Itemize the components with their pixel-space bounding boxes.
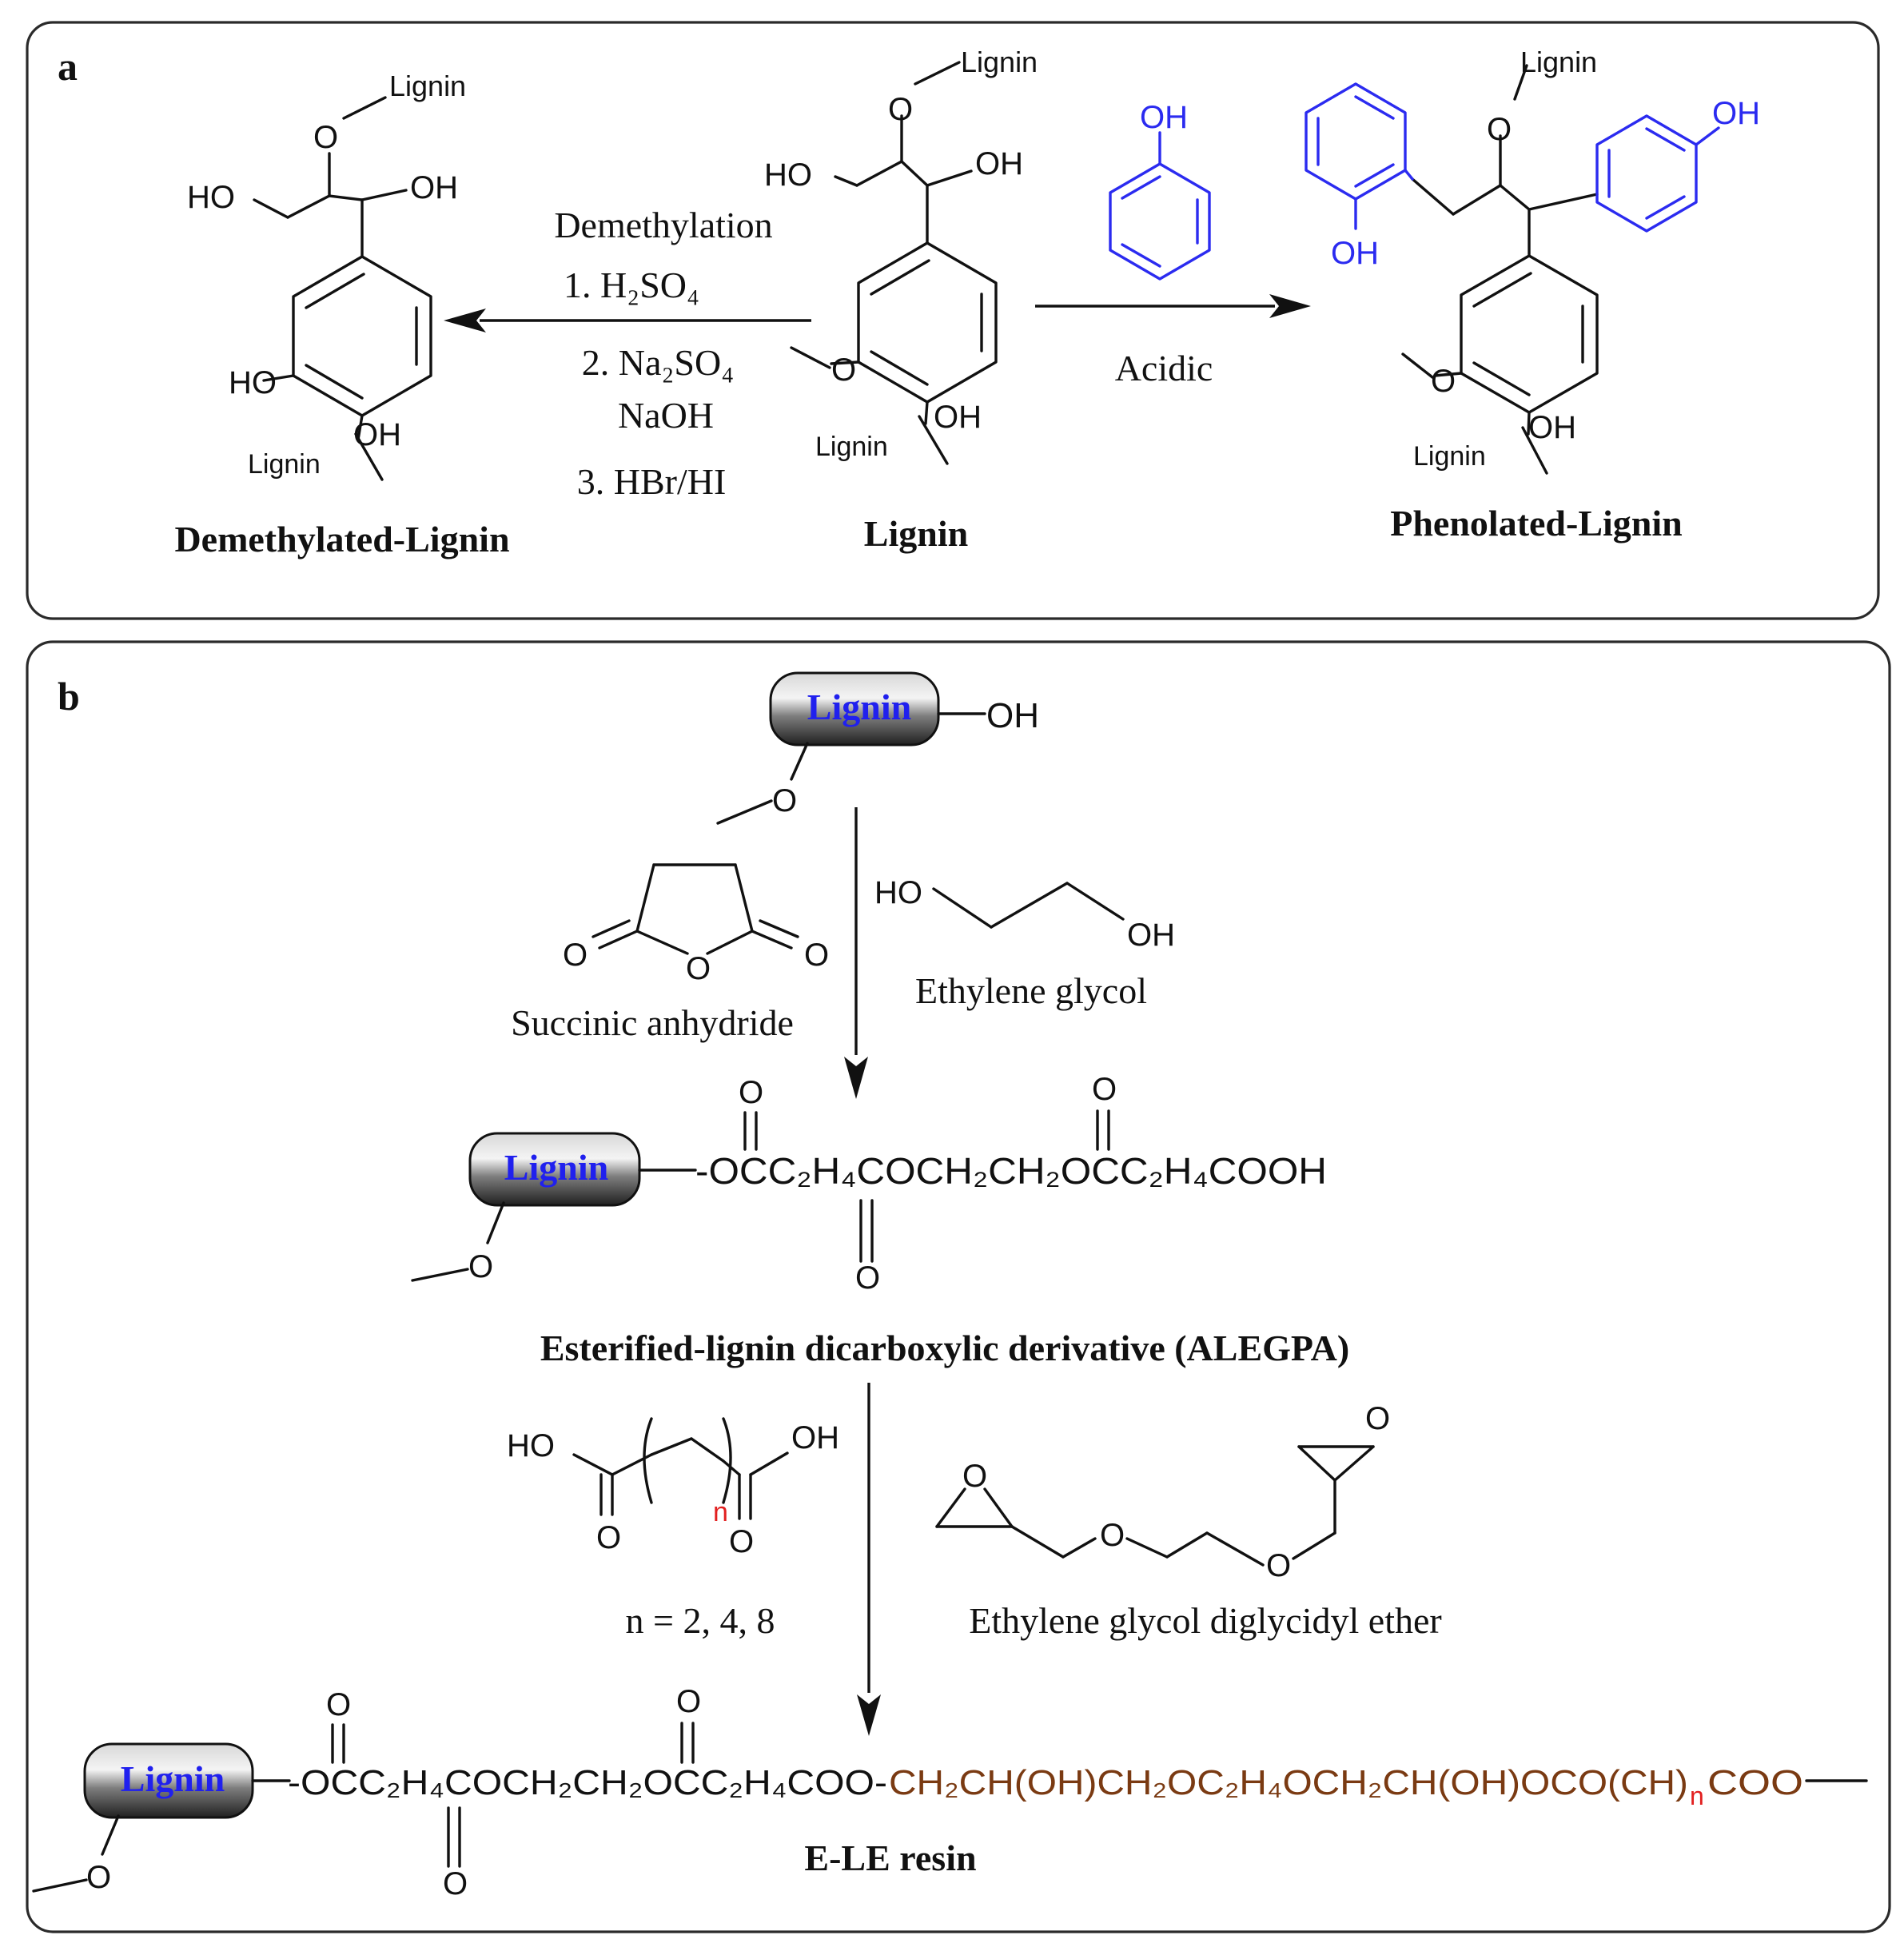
phenol-oh: OH (1140, 100, 1188, 135)
start-methyl-bond (716, 799, 773, 825)
resin-co-1: O (326, 1687, 351, 1722)
resin-n-subscript: n (1690, 1782, 1704, 1810)
esterification-arrow-head (844, 1057, 868, 1099)
dm-ho-ring: HO (229, 365, 277, 400)
egde-label: Ethylene glycol diglycidyl ether (969, 1600, 1441, 1641)
lignin-pill-start (769, 671, 940, 747)
alegpa-methyl-bond (411, 1268, 469, 1282)
ethylene-glycol-label: Ethylene glycol (915, 970, 1147, 1011)
lg-oh-ring: OH (934, 400, 982, 435)
demethylation-step-3: 3. HBr/HI (577, 461, 727, 502)
phenolation-arrow-head (1269, 294, 1311, 318)
dm-o-ether: O (313, 120, 338, 155)
ethylene-glycol-structure (932, 882, 1125, 929)
egde-o-ether-1: O (1100, 1518, 1125, 1553)
demethylation-arrow-head (444, 309, 486, 332)
alegpa-o: O (468, 1249, 493, 1284)
demethylation-step-2b: NaOH (618, 395, 714, 436)
phenolated-ring-left (1305, 82, 1414, 230)
resin-o: O (86, 1860, 111, 1895)
lg-lignin-bottom: Lignin (815, 432, 888, 462)
sa-o-ring: O (686, 951, 711, 986)
lignin-structure (790, 61, 998, 465)
dm-oh-ring: OH (353, 417, 401, 452)
panel-a-label: a (58, 44, 78, 89)
lignin-pill-resin-label: Lignin (121, 1758, 225, 1799)
sa-o-left: O (563, 938, 588, 973)
succinic-anhydride-label: Succinic anhydride (511, 1002, 794, 1043)
egde-o-ether-2: O (1266, 1548, 1291, 1583)
ph-o-ether: O (1487, 112, 1512, 147)
ph-oh-left: OH (1331, 236, 1379, 271)
ph-oh-right: OH (1712, 96, 1760, 131)
da-oh: OH (791, 1420, 839, 1455)
resin-co-3: O (676, 1684, 701, 1719)
start-oh: OH (986, 696, 1039, 735)
resin-o-bond (101, 1814, 120, 1856)
phenolated-lignin-name: Phenolated-Lignin (1390, 503, 1683, 543)
da-o-left: O (596, 1520, 621, 1555)
lg-oh-chain: OH (975, 146, 1023, 181)
dm-ho-chain: HO (187, 180, 235, 215)
eg-ho: HO (874, 875, 922, 910)
panel-a-frame (26, 21, 1880, 620)
resin-chain-brown-1: CH₂CH(OH)CH₂OC₂H₄OCH₂CH(OH)OCO(CH) (889, 1763, 1688, 1802)
lignin-name: Lignin (864, 513, 968, 554)
demethylated-lignin-structure (253, 96, 432, 481)
alegpa-chain: -OCC₂H₄COCH₂CH₂OCC₂H₄COOH (695, 1150, 1327, 1192)
alegpa-co-1: O (739, 1075, 763, 1110)
lg-ho-chain: HO (764, 157, 812, 193)
lg-lignin-top: Lignin (961, 46, 1038, 78)
resin-methyl-bond (32, 1878, 88, 1893)
phenolated-lignin-structure (1401, 64, 1599, 475)
resin-name: E-LE resin (804, 1837, 976, 1878)
egde-o-epox-left: O (962, 1459, 987, 1494)
phenolated-ring-right (1595, 114, 1720, 233)
phenol-structure (1109, 131, 1211, 281)
ph-o-methoxy: O (1431, 364, 1456, 399)
da-n-subscript: n (713, 1497, 728, 1527)
start-o-bond (790, 742, 809, 781)
ph-lignin-top: Lignin (1520, 46, 1597, 78)
egde-structure (935, 1445, 1375, 1567)
demethylated-lignin-name: Demethylated-Lignin (174, 519, 509, 559)
da-ho: HO (507, 1428, 555, 1463)
da-o-right: O (729, 1524, 754, 1559)
resin-co-2: O (443, 1866, 468, 1901)
lignin-pill-start-label: Lignin (807, 687, 911, 727)
alegpa-o-bond (486, 1201, 505, 1244)
demethylation-step-2: 2. Na₂SO₄ (582, 342, 735, 383)
curing-arrow-head (857, 1694, 881, 1736)
lg-o-methoxy: O (831, 352, 856, 388)
n-values: n = 2, 4, 8 (626, 1600, 775, 1641)
acidic-label: Acidic (1115, 348, 1213, 388)
resin-chain-brown-2: COO (1707, 1763, 1803, 1802)
alegpa-co-3: O (1092, 1072, 1117, 1107)
alegpa-co-2: O (855, 1260, 880, 1296)
dicarboxylic-acid-structure (572, 1417, 789, 1520)
dm-oh-chain: OH (410, 170, 458, 205)
demethylation-title: Demethylation (554, 205, 772, 245)
sa-o-right: O (804, 938, 829, 973)
alegpa-name: Esterified-lignin dicarboxylic derivativ… (540, 1328, 1349, 1368)
lignin-pill-alegpa-label: Lignin (504, 1147, 608, 1188)
eg-oh: OH (1127, 918, 1175, 953)
panel-b-frame (26, 640, 1891, 1933)
dm-lignin-top: Lignin (389, 70, 466, 102)
egde-o-epox-right: O (1365, 1401, 1390, 1436)
ph-lignin-bottom: Lignin (1413, 441, 1486, 472)
panel-b-label: b (58, 674, 80, 719)
resin-chain-black: -OCC₂H₄COCH₂CH₂OCC₂H₄COO- (288, 1763, 887, 1802)
demethylation-step-1: 1. H₂SO₄ (564, 265, 699, 305)
lg-o-ether: O (888, 92, 913, 127)
succinic-anhydride-structure (592, 863, 799, 955)
dm-lignin-bottom: Lignin (248, 449, 321, 480)
start-o: O (772, 783, 797, 818)
ph-oh-ring: OH (1528, 410, 1576, 445)
